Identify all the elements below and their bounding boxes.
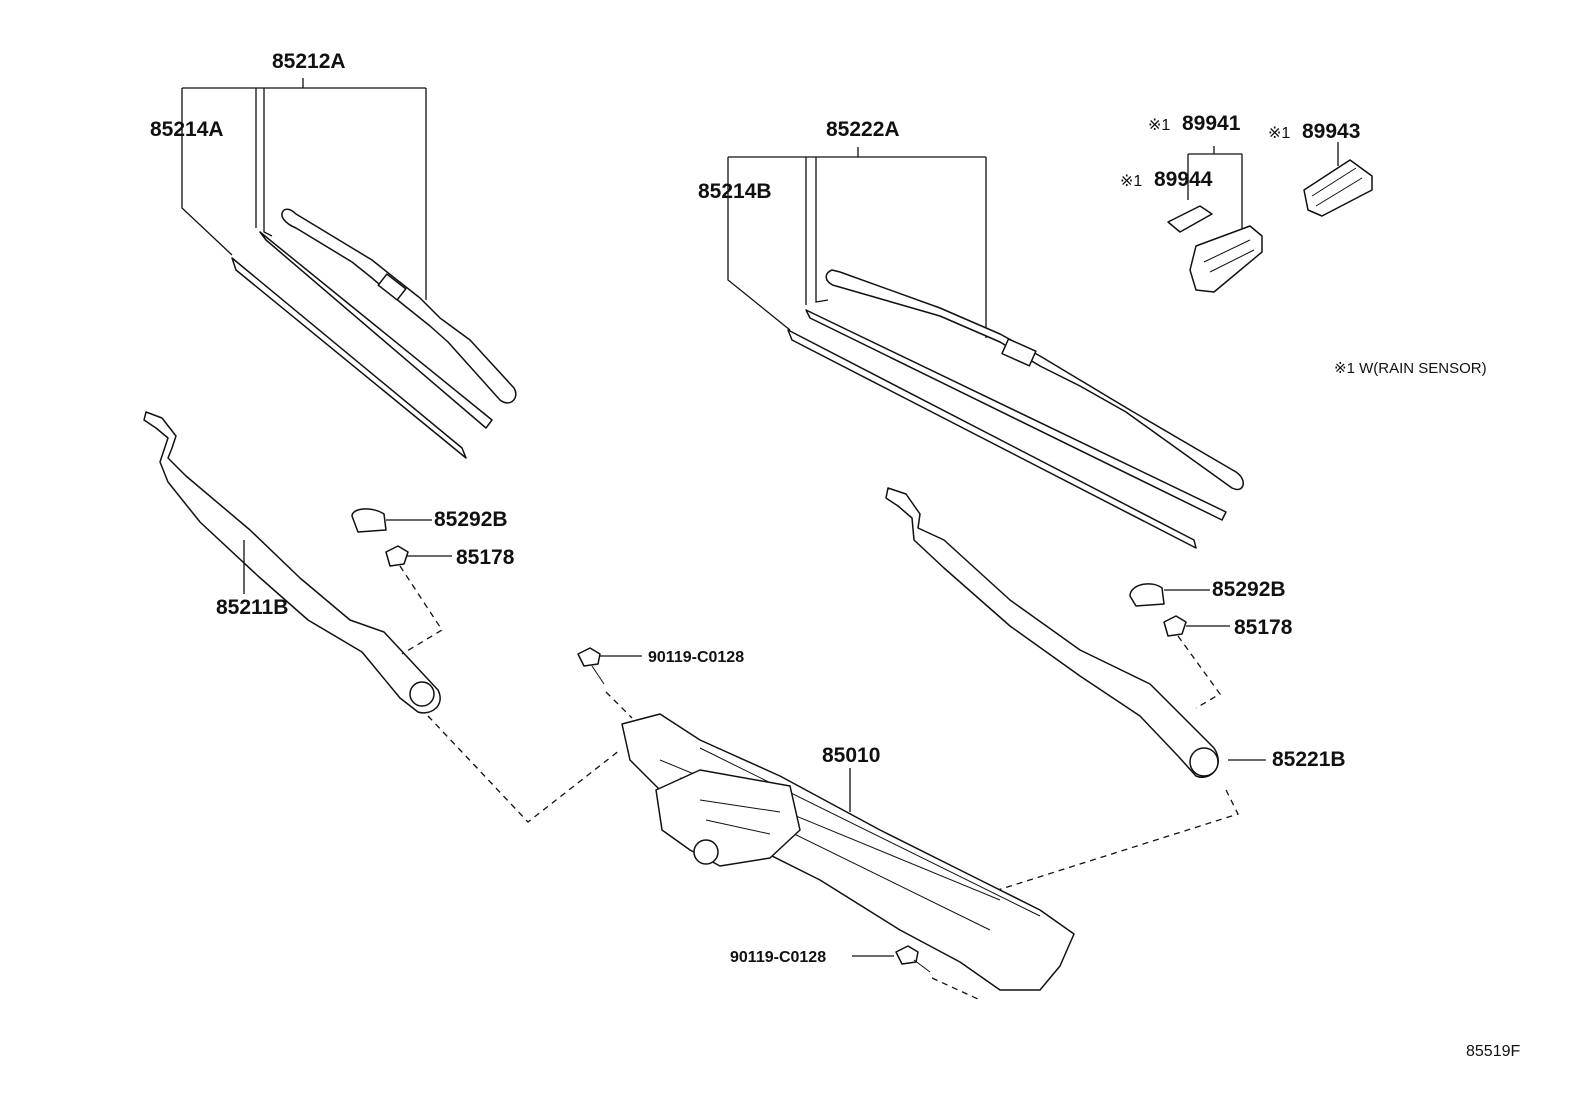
callout-85212A: 85212A	[272, 50, 346, 73]
rear-blade-group	[727, 147, 1244, 549]
callout-85178-right: 85178	[1234, 616, 1293, 639]
cap-right	[1129, 583, 1165, 607]
nut-right	[1163, 615, 1187, 637]
figure-code: 85519F	[1466, 1043, 1520, 1060]
callout-85221B: 85221B	[1272, 748, 1346, 771]
callout-85010: 85010	[822, 744, 880, 767]
sensor-bracket	[1303, 159, 1373, 217]
callout-85178-left: 85178	[456, 546, 515, 569]
callout-85292B-right: 85292B	[1212, 578, 1286, 601]
rain-sensor-note: ※1 W(RAIN SENSOR)	[1334, 360, 1487, 377]
mark-89944: ※1	[1120, 173, 1142, 190]
refill-strip-left	[231, 257, 467, 459]
callout-85222A: 85222A	[826, 118, 900, 141]
mark-89941: ※1	[1148, 117, 1170, 134]
wiper-motor	[655, 769, 801, 867]
callout-85211B: 85211B	[216, 596, 288, 619]
callout-89944: 89944	[1154, 168, 1213, 191]
callout-89943: 89943	[1302, 120, 1360, 143]
callout-85292B-left: 85292B	[434, 508, 508, 531]
mark-89943: ※1	[1268, 125, 1290, 142]
blade-rubber-left	[259, 231, 493, 429]
cap-left	[351, 508, 387, 533]
callout-89941: 89941	[1182, 112, 1241, 135]
callout-85214A: 85214A	[150, 118, 224, 141]
bolt-upper	[577, 647, 601, 667]
callout-90119-C0128-lower: 90119-C0128	[730, 949, 826, 966]
sensor-cover	[1189, 225, 1263, 293]
rear-arm-group	[885, 487, 1266, 891]
callout-85214B: 85214B	[698, 180, 772, 203]
blade-rubber-right	[805, 309, 1227, 521]
callout-90119-C0128-upper: 90119-C0128	[648, 649, 744, 666]
sensor-pad	[1167, 205, 1213, 233]
wiper-blade-right	[825, 269, 1244, 491]
nut-left	[385, 545, 409, 567]
bolt-lower	[895, 945, 919, 965]
front-arm-group	[143, 411, 621, 823]
front-blade-group	[181, 78, 517, 459]
wiper-blade-left	[281, 208, 517, 404]
linkage-group	[577, 647, 1075, 1001]
refill-strip-right	[787, 329, 1197, 549]
rain-sensor-group	[1167, 142, 1373, 293]
wiper-arm-left	[143, 411, 441, 714]
